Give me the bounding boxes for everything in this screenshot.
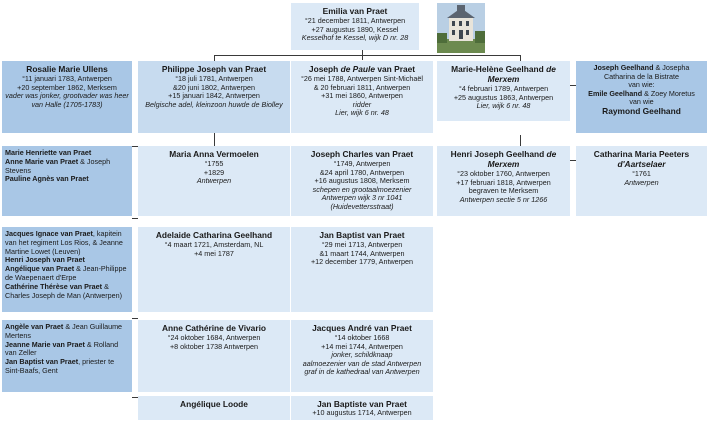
connector-line	[132, 397, 138, 398]
birth-line: °4 maart 1721, Amsterdam, NL	[164, 240, 264, 249]
death-line: +14 mei 1744, Antwerpen	[321, 341, 403, 351]
person-catharina-maria: Catharina Maria Peeters d'Aartselaer °17…	[576, 146, 707, 216]
death-line: +17 februari 1818, Antwerpen	[456, 177, 551, 187]
death-line: +4 mei 1787	[194, 248, 234, 258]
note-line: Lier, wijk 6 nr. 48	[476, 101, 531, 111]
note-line: Antwerpen	[624, 177, 659, 187]
person-marie-helene: Marie-Helène Geelhand de Merxem °4 febru…	[437, 61, 570, 121]
siblings-row3: Jacques Ignace van Praet, kapitein van h…	[2, 227, 132, 312]
person-angelique-loode: Angélique Loode	[138, 396, 290, 420]
person-jan-baptist: Jan Baptist van Praet °29 mei 1713, Antw…	[291, 227, 433, 312]
note-line: van wie	[629, 97, 654, 107]
connector-line	[132, 218, 138, 219]
death-line: +27 augustus 1890, Kessel	[311, 24, 399, 34]
connector-line	[570, 85, 576, 86]
person-name: Anne Cathérine de Vivario	[161, 323, 267, 333]
person-name: Catharina Maria Peeters d'Aartselaer	[593, 149, 690, 169]
death-line: +10 augustus 1714, Antwerpen	[312, 408, 412, 417]
note-line: vader was jonker, grootvader was heer va…	[5, 91, 129, 109]
marriage-line: &20 juni 1802, Antwerpen	[173, 82, 255, 92]
person-name: Jacques André van Praet	[312, 323, 412, 333]
birth-line: °1761	[632, 169, 651, 178]
note-line: Antwerpen sectie 5 nr 1266	[459, 194, 548, 204]
person-name: Henri Joseph Geelhand de Merxem	[450, 149, 557, 169]
connector-line	[570, 160, 576, 161]
person-name: Joseph de Paule van Praet	[308, 64, 416, 74]
birth-line: °4 februari 1789, Antwerpen	[458, 84, 549, 93]
note-line: Belgische adel, kleinzoon huwde de Bioll…	[145, 99, 283, 109]
person-joseph-de-paule: Joseph de Paule van Praet °26 mei 1788, …	[291, 61, 433, 133]
note-line: schepen en grootaalmoezenier	[312, 184, 412, 194]
person-anne-catherine: Anne Cathérine de Vivario °24 oktober 16…	[138, 320, 290, 392]
death-line: +25 augustus 1863, Antwerpen	[453, 92, 554, 102]
death-line: +1829	[203, 167, 225, 177]
person-name: Angélique Loode	[180, 399, 248, 409]
note-line: Kesselhof te Kessel, wijk D nr. 28	[301, 33, 409, 43]
birth-line: °1755	[204, 159, 224, 168]
house-photo	[437, 3, 485, 53]
person-adelaide: Adelaide Catharina Geelhand °4 maart 172…	[138, 227, 290, 312]
person-jan-baptiste: Jan Baptiste van Praet +10 augustus 1714…	[291, 396, 433, 420]
marriage-line: &24 april 1780, Antwerpen	[319, 167, 405, 177]
death-line: +20 september 1862, Merksem	[17, 82, 117, 92]
note-line: jonker, schildknaap	[331, 350, 393, 360]
birth-line: °14 oktober 1668	[334, 333, 390, 342]
note-line: Antwerpen wijk 3 nr 1041 (Huidevettersst…	[321, 193, 403, 211]
person-emilia: Emilia van Praet °21 december 1811, Antw…	[291, 3, 419, 50]
birth-line: °26 mei 1788, Antwerpen Sint-Michaël	[301, 74, 423, 83]
connector-line	[520, 135, 521, 147]
note-line: Antwerpen	[196, 176, 232, 186]
person-name: Maria Anna Vermoelen	[169, 149, 259, 159]
note-line: Lier, wijk 6 nr. 48	[335, 108, 389, 118]
death-line: +12 december 1779, Antwerpen	[310, 257, 414, 267]
person-rosalie: Rosalie Marie Ullens °11 januari 1783, A…	[2, 61, 132, 133]
siblings-row2: Marie Henriette van Praet Anne Marie van…	[2, 146, 132, 216]
person-maria-anna: Maria Anna Vermoelen °1755 +1829 Antwerp…	[138, 146, 290, 216]
connector-line	[520, 55, 521, 61]
person-name: Adelaide Catharina Geelhand	[155, 230, 273, 240]
death-line: +15 januari 1842, Antwerpen	[168, 91, 260, 101]
death-line: +31 mei 1860, Antwerpen	[321, 91, 403, 101]
person-joseph-charles: Joseph Charles van Praet °1749, Antwerpe…	[291, 146, 433, 216]
connector-line	[214, 55, 520, 56]
note-line: graf in de kathedraal van Antwerpen	[304, 367, 420, 377]
person-jacques-andre: Jacques André van Praet °14 oktober 1668…	[291, 320, 433, 392]
note-line: aalmoezenier van de stad Antwerpen	[302, 358, 422, 368]
note-line: van wie:	[628, 80, 655, 90]
death-line: +8 oktober 1738 Antwerpen	[169, 341, 259, 351]
burial-line: begraven te Merksem	[468, 186, 539, 196]
birth-line: °18 juli 1781, Antwerpen	[175, 74, 253, 83]
marriage-line: &1 maart 1744, Antwerpen	[319, 248, 405, 258]
connector-line	[132, 146, 138, 147]
birth-line: °1749, Antwerpen	[333, 159, 391, 168]
birth-line: °23 oktober 1760, Antwerpen	[457, 169, 550, 178]
birth-line: °21 december 1811, Antwerpen	[304, 16, 406, 25]
person-name: Marie-Helène Geelhand de Merxem	[451, 64, 556, 84]
death-line: +16 augustus 1808, Merksem	[314, 176, 410, 186]
person-name: Jan Baptiste van Praet	[317, 399, 407, 409]
person-henri-joseph: Henri Joseph Geelhand de Merxem °23 okto…	[437, 146, 570, 216]
connector-line	[214, 133, 215, 146]
person-name: Emilia van Praet	[322, 6, 388, 16]
person-philippe: Philippe Joseph van Praet °18 juli 1781,…	[138, 61, 290, 133]
person-name: Jan Baptist van Praet	[319, 230, 405, 240]
siblings-row4: Angèle van Praet & Jean Guillaume Merten…	[2, 320, 132, 392]
person-name: Joseph Charles van Praet	[310, 149, 414, 159]
marriage-line: & 20 februari 1811, Antwerpen	[313, 82, 411, 92]
birth-line: °29 mei 1713, Antwerpen	[321, 240, 403, 249]
person-name: Philippe Joseph van Praet	[161, 64, 267, 74]
note-line: ridder	[352, 99, 372, 109]
person-name: Rosalie Marie Ullens	[26, 64, 108, 74]
birth-line: °11 januari 1783, Antwerpen	[22, 74, 112, 83]
connector-line	[214, 55, 215, 61]
descendants-geelhand: Joseph Geelhand & Josepha Catharina de l…	[576, 61, 707, 133]
connector-line	[132, 318, 138, 319]
birth-line: °24 oktober 1684, Antwerpen	[167, 333, 261, 342]
